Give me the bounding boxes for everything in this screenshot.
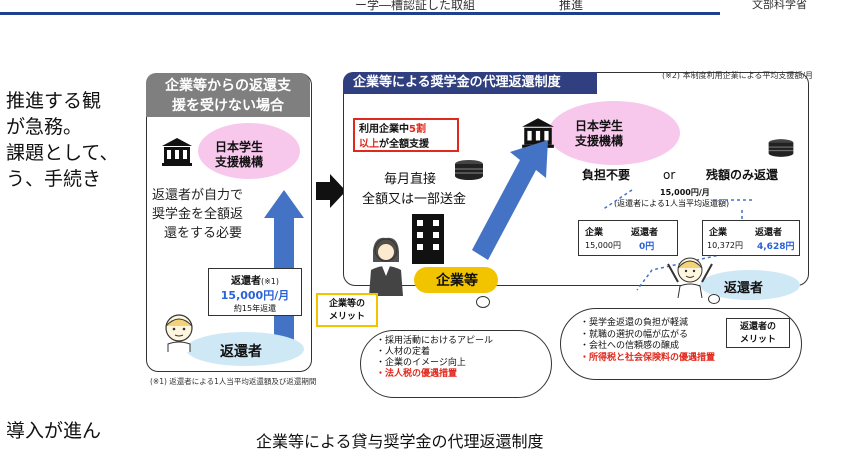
desc-line: 還をする必要 — [164, 226, 243, 241]
thought-dot — [708, 294, 720, 304]
avg-note: (返還者による1人当平均返還額) — [614, 199, 730, 208]
table1-col1-head: 企業 — [585, 228, 604, 238]
no-burden-text: 負担不要 — [582, 168, 631, 182]
no-support-title: 企業等からの返還支 援を受けない場合 — [146, 73, 310, 117]
remaining-table: 企業 返還者 10,372円 4,628円 — [702, 220, 800, 256]
jasso-name-left: 日本学生 支援機構 — [215, 140, 263, 170]
jasso-name-right-line2: 支援機構 — [575, 134, 624, 148]
repayer-merit-list: ・奨学金返還の負担が軽減 ・就職の選択の幅が広がる ・会社への信頼感の醸成 ・所… — [580, 318, 715, 364]
remaining-only-text: 残額のみ返還 — [706, 168, 779, 182]
repayer-label-right: 返還者 — [724, 281, 764, 296]
repayer-box-years: 約15年返還 — [233, 304, 277, 313]
businesswoman-icon — [369, 237, 403, 296]
repayer-box-amount: 15,000円/月 — [220, 289, 290, 302]
header-rule — [0, 12, 720, 15]
repayer-merit-item: ・奨学金返還の負担が軽減 — [580, 318, 689, 328]
header-org: 文部科学省 — [752, 0, 807, 11]
table2-col1-val: 10,372円 — [707, 241, 743, 250]
jasso-ellipse-left — [198, 123, 300, 179]
office-tower-icon — [412, 214, 444, 264]
jasso-ellipse-right — [548, 101, 680, 165]
student-icon — [667, 257, 713, 298]
repayer-merit-item: ・就職の選択の幅が広がる — [580, 329, 689, 340]
body-text-line: う、手続き — [6, 168, 102, 190]
monthly-line1: 毎月直接 — [384, 172, 437, 187]
company-merit-item: ・人材の定着 — [376, 347, 431, 357]
company-merit-line1: 企業等の — [328, 299, 365, 309]
header-title-fragment: ー学―槽認証した取組 推進 — [355, 0, 584, 12]
table2-col1-head: 企業 — [709, 228, 728, 238]
body-text-line: 課題として、 — [6, 142, 119, 164]
coin-stack-icon — [768, 139, 794, 157]
repayer-merit-label: 返還者の メリット — [726, 318, 790, 348]
company-merit-item: ・採用活動におけるアピール — [376, 336, 494, 346]
repayer-ellipse-left — [186, 332, 304, 366]
desc-line: 奨学金を全額返 — [152, 207, 244, 222]
support-suffix: が全額支援 — [379, 139, 429, 150]
company-merit-cloud — [360, 330, 552, 398]
building-icon — [162, 138, 192, 166]
table1-col2-head: 返還者 — [631, 228, 659, 238]
company-merit-item-red: ・法人税の優遇措置 — [376, 369, 458, 379]
footnote-1: (※1) 返還者による1人当平均返還額及び返還期間 — [150, 377, 317, 386]
coin-stack-icon — [455, 160, 483, 180]
company-merit-item: ・企業のイメージ向上 — [376, 358, 466, 368]
repayer-merit-item: ・会社への信頼感の醸成 — [580, 341, 680, 351]
support-prefix: 利用企業中 — [359, 124, 409, 135]
table2-col2-head: 返還者 — [755, 228, 783, 238]
full-support-box: 利用企業中5割 以上が全額支援 — [353, 118, 459, 152]
jasso-name-right: 日本学生 支援機構 — [575, 119, 623, 149]
repayer-box-note: (※1) — [260, 277, 280, 286]
support-above: 以上 — [359, 139, 379, 150]
repayer-box-title: 返還者 — [230, 276, 261, 287]
note-2: (※2) 本制度利用企業による平均支援額/月 — [662, 71, 814, 80]
arrow-up-icon — [472, 140, 548, 260]
figure-caption: 企業等による貸与奨学金の代理返還制度 — [256, 432, 544, 451]
header-bar: ー学―槽認証した取組 推進 文部科学省 — [0, 0, 860, 18]
no-support-description: 返還者が自力で 奨学金を全額返 還をする必要 — [152, 186, 243, 243]
table1-col2-val: 0円 — [639, 242, 655, 252]
jasso-name-right-line1: 日本学生 — [575, 119, 624, 133]
arrow-right-icon — [316, 174, 346, 208]
company-ellipse — [414, 267, 498, 293]
no-support-title-line2: 援を受けない場合 — [172, 98, 284, 114]
company-merit-line2: メリット — [328, 312, 365, 322]
or-text: or — [663, 168, 676, 182]
body-text-line: 導入が進ん — [6, 420, 102, 442]
table2-col2-val: 4,628円 — [757, 242, 795, 252]
support-ratio: 5割 — [409, 124, 426, 135]
table1-col1-val: 15,000円 — [585, 241, 621, 250]
repayer-label-left: 返還者 — [220, 344, 262, 360]
company-merit-list: ・採用活動におけるアピール ・人材の定着 ・企業のイメージ向上 ・法人税の優遇措… — [376, 336, 493, 380]
proxy-repayment-title: 企業等による奨学金の代理返還制度 — [343, 72, 597, 94]
repayer-merit-line2: メリット — [739, 335, 776, 345]
jasso-name-left-line2: 支援機構 — [215, 155, 264, 169]
student-icon — [165, 314, 193, 352]
monthly-line2: 全額又は一部送金 — [362, 192, 467, 207]
body-text-line: が急務。 — [6, 116, 83, 138]
company-merit-label: 企業等の メリット — [316, 293, 378, 327]
avg-amount: 15,000円/月 — [660, 188, 710, 197]
repayer-merit-line1: 返還者の — [739, 322, 776, 332]
jasso-name-left-line1: 日本学生 — [215, 140, 264, 154]
body-text-line: 推進する観 — [6, 90, 102, 112]
company-label: 企業等 — [436, 273, 478, 289]
monthly-payment-text: 毎月直接 全額又は一部送金 — [362, 170, 466, 210]
no-support-title-line1: 企業等からの返還支 — [165, 78, 291, 94]
repayer-amount-box: 返還者(※1) 15,000円/月 約15年返還 — [208, 268, 302, 316]
no-burden-table: 企業 返還者 15,000円 0円 — [578, 220, 678, 256]
thought-dot — [476, 296, 490, 308]
repayer-merit-item-red: ・所得税と社会保険料の優遇措置 — [580, 352, 716, 363]
desc-line: 返還者が自力で — [152, 188, 244, 203]
